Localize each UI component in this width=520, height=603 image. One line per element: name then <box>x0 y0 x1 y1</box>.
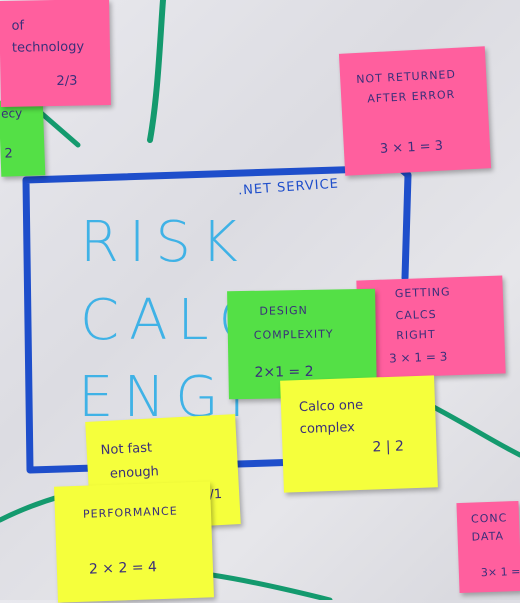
note-text: AFTER ERROR <box>366 87 456 106</box>
note-text: technology <box>11 39 85 56</box>
green-connector-line <box>147 0 166 143</box>
sticky-note-technology: of technology 2/3 <box>0 0 111 107</box>
note-formula: 3 × 1 = 3 <box>388 349 448 366</box>
note-score: 2 | 2 <box>372 438 405 456</box>
sticky-note-conc-data: CONC DATA 3× 1 = <box>456 500 520 594</box>
note-formula: 3× 1 = <box>480 564 520 580</box>
title-line-1: RISK <box>80 210 248 275</box>
note-text: RIGHT <box>396 327 436 343</box>
note-text: CONC <box>470 511 508 526</box>
green-connector-line <box>37 109 81 148</box>
note-text: enough <box>109 464 160 482</box>
note-score: 2/3 <box>56 73 78 89</box>
note-text: ecy <box>0 105 23 121</box>
note-formula: 2×1 = 2 <box>254 363 314 381</box>
sticky-note-not-returned: NOT RETURNED AFTER ERROR 3 × 1 = 3 <box>338 46 492 176</box>
note-formula: 2 × 2 = 4 <box>88 559 158 578</box>
note-text: DESIGN <box>259 303 308 318</box>
note-text: CALCS <box>395 307 437 323</box>
sticky-note-performance: PERFORMANCE 2 × 2 = 4 <box>54 481 214 603</box>
sticky-note-calc-complex: Calco one complex 2 | 2 <box>280 375 438 493</box>
note-text: 2 <box>4 146 14 162</box>
note-text: GETTING <box>394 285 451 301</box>
note-text: COMPLEXITY <box>253 327 334 342</box>
note-text: PERFORMANCE <box>82 504 178 521</box>
note-text: DATA <box>471 529 505 544</box>
note-text: Not fast <box>100 440 153 459</box>
note-text: complex <box>299 420 356 438</box>
sticky-note-getting-calcs: GETTING CALCS RIGHT 3 × 1 = 3 <box>356 275 506 379</box>
note-formula: 3 × 1 = 3 <box>379 138 444 157</box>
note-text: of <box>11 18 25 34</box>
sticky-note-left-edge: ecy 2 <box>0 99 46 177</box>
note-text: Calco one <box>298 397 364 416</box>
green-connector-line <box>209 572 333 600</box>
note-text: NOT RETURNED <box>355 67 457 87</box>
